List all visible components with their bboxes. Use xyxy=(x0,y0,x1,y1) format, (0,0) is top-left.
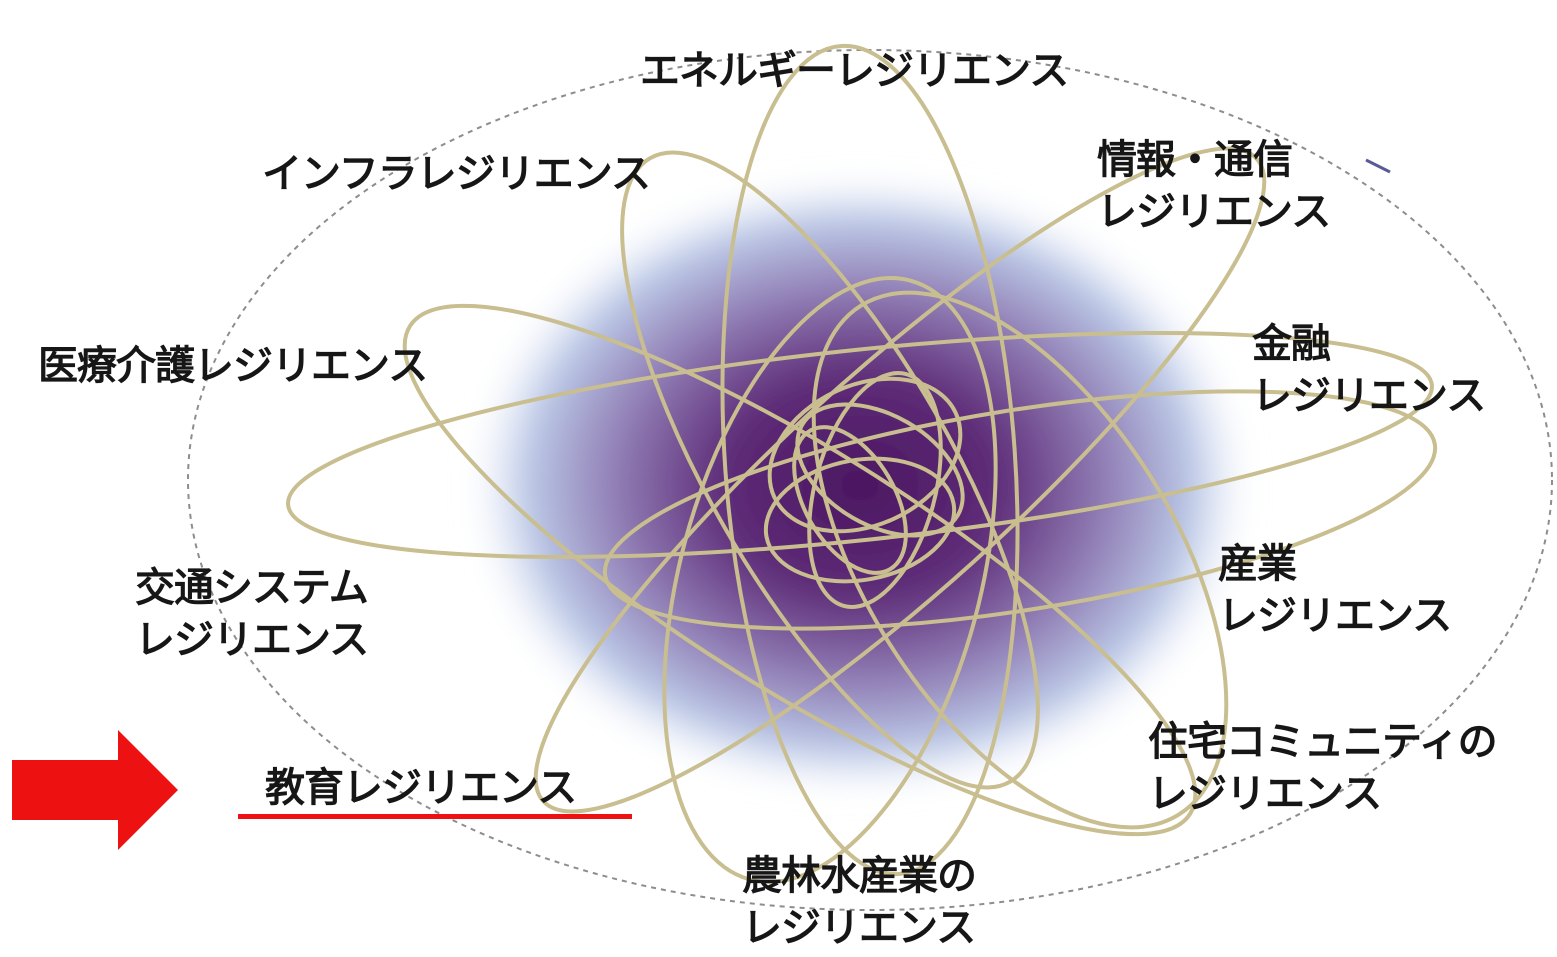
right-arrow-icon xyxy=(12,730,178,850)
label-infra-text: インフラレジリエンス xyxy=(262,151,651,197)
label-medical-text: 医療介護レジリエンス xyxy=(38,343,428,389)
label-finance-line1: 金融 xyxy=(1252,321,1331,367)
label-info: 情報・通信 レジリエンス xyxy=(1097,134,1331,238)
stray-mark xyxy=(1365,158,1391,174)
orbit-medical xyxy=(286,331,1434,559)
label-housing: 住宅コミュニティの レジリエンス xyxy=(1148,716,1498,820)
label-industry-line2: レジリエンス xyxy=(1218,593,1452,639)
label-agri-line1: 農林水産業の xyxy=(742,853,977,899)
nucleus-loop xyxy=(792,425,908,575)
label-finance-line2: レジリエンス xyxy=(1252,373,1486,419)
label-info-line1: 情報・通信 xyxy=(1097,137,1293,183)
label-industry-line1: 産業 xyxy=(1218,541,1297,587)
label-transport-line2: レジリエンス xyxy=(135,617,369,663)
label-energy-text: エネルギーレジリエンス xyxy=(640,48,1069,94)
orbit-agri xyxy=(662,276,998,884)
label-transport: 交通システム レジリエンス xyxy=(135,562,369,666)
nucleus-loop xyxy=(763,456,957,584)
label-infra: インフラレジリエンス xyxy=(262,148,651,200)
label-education: 教育レジリエンス xyxy=(265,762,577,814)
label-finance: 金融 レジリエンス xyxy=(1252,318,1486,422)
label-transport-line1: 交通システム xyxy=(135,565,369,611)
orbit-housing xyxy=(811,290,1229,830)
orbit-transport xyxy=(402,303,1198,837)
label-industry: 産業 レジリエンス xyxy=(1218,538,1452,642)
label-energy: エネルギーレジリエンス xyxy=(640,45,1069,97)
nucleus-tangle xyxy=(763,371,965,609)
label-education-text: 教育レジリエンス xyxy=(265,765,577,811)
core-glow xyxy=(470,175,1250,795)
education-underline xyxy=(238,814,632,819)
label-agri-line2: レジリエンス xyxy=(742,905,976,951)
label-housing-line1: 住宅コミュニティの xyxy=(1148,719,1498,765)
nucleus-loop xyxy=(807,371,943,609)
label-housing-line2: レジリエンス xyxy=(1148,771,1382,817)
orbit-finance xyxy=(602,389,1438,631)
nucleus-loop xyxy=(795,402,965,538)
orbit-energy xyxy=(720,43,1020,877)
label-info-line2: レジリエンス xyxy=(1097,189,1331,235)
label-medical: 医療介護レジリエンス xyxy=(38,340,428,392)
nucleus-loop xyxy=(767,376,963,534)
label-agri: 農林水産業の レジリエンス xyxy=(742,850,977,954)
